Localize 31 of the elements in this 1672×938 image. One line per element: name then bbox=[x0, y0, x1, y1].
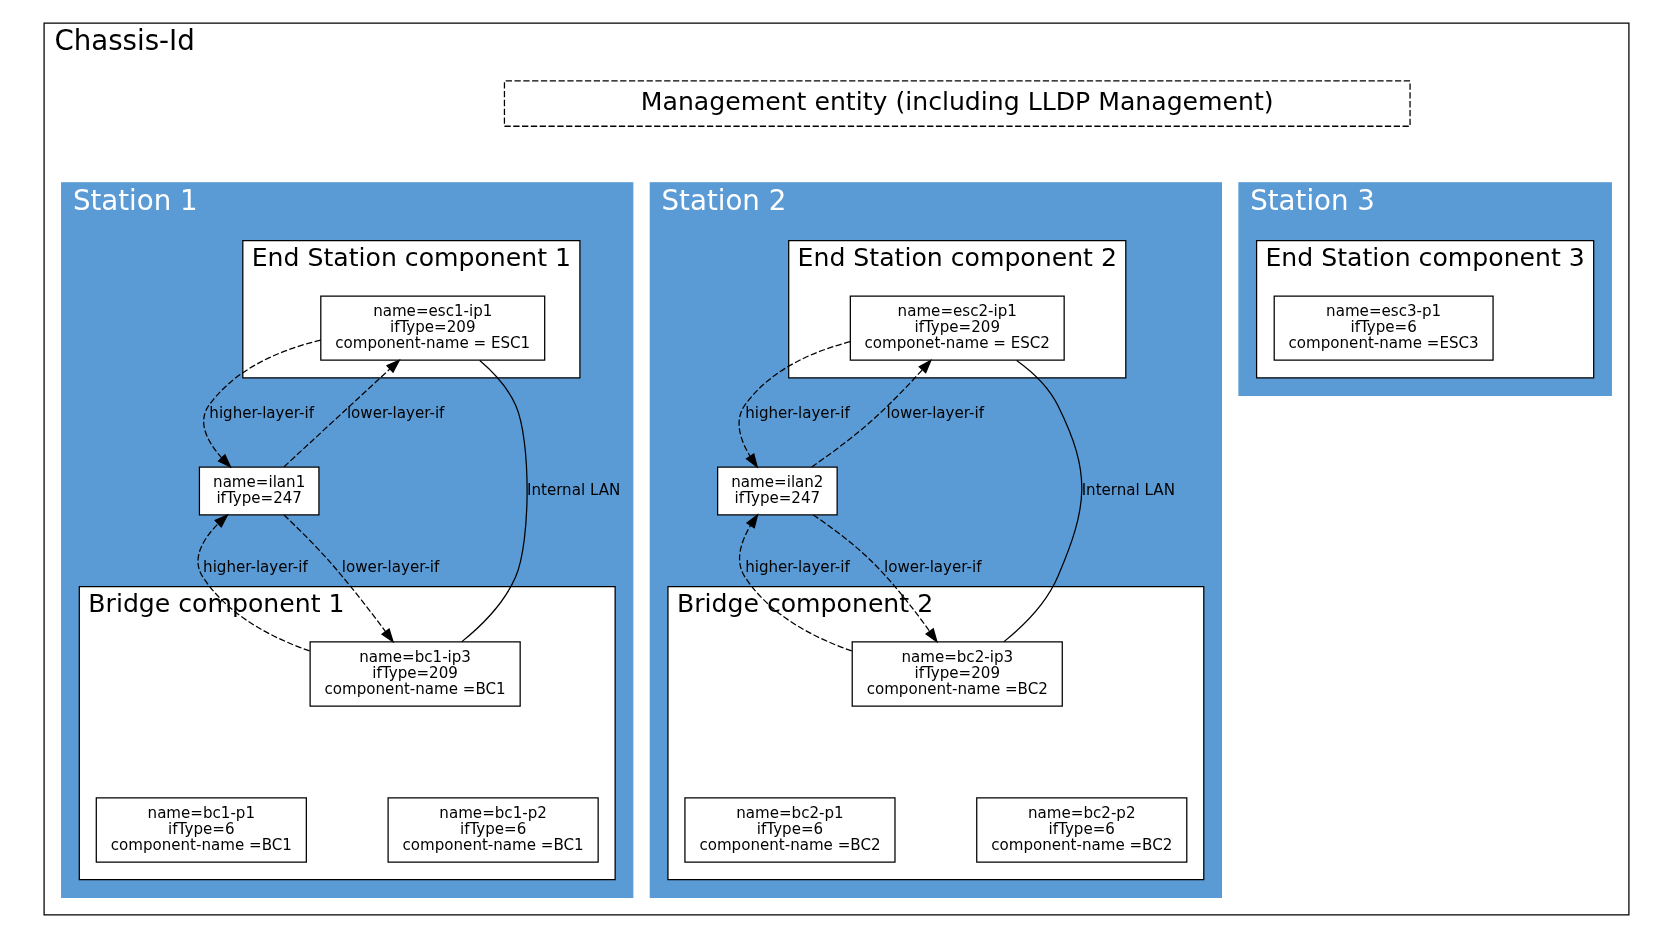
edge-label: lower-layer-if bbox=[883, 558, 981, 577]
edge-label: lower-layer-if bbox=[341, 558, 439, 577]
node-box: Management entity (including LLDP Management) bbox=[503, 80, 1411, 127]
node-box: name=bc1-ip3 ifType=209 component-name =BC1 bbox=[309, 641, 521, 707]
edge-label: higher-layer-if bbox=[208, 403, 314, 422]
arrow bbox=[812, 514, 938, 644]
arrow bbox=[810, 358, 932, 468]
edge-label: higher-layer-if bbox=[202, 558, 308, 577]
arrow bbox=[282, 514, 394, 644]
node-box: name=ilan2 ifType=247 bbox=[716, 466, 838, 516]
arrow bbox=[738, 341, 851, 469]
edge-label: Internal LAN bbox=[1081, 480, 1175, 499]
node-box: name=esc3-p1 ifType=6 component-name =ESC3 bbox=[1273, 295, 1494, 361]
edge-label: lower-layer-if bbox=[885, 403, 984, 422]
node-box: name=esc1-ip1 ifType=209 component-name = ESC1 bbox=[319, 295, 545, 361]
node-box: name=ilan1 ifType=247 bbox=[198, 466, 320, 516]
node-box: name=esc2-ip1 ifType=209 componet-name = ESC2 bbox=[849, 295, 1065, 361]
arrow bbox=[283, 359, 401, 468]
edge-label: Internal LAN bbox=[526, 480, 620, 499]
arrow bbox=[202, 339, 321, 469]
arrow bbox=[738, 513, 852, 652]
edge-label: lower-layer-if bbox=[346, 403, 444, 422]
edge-label: higher-layer-if bbox=[744, 403, 850, 422]
node-box: name=bc1-p2 ifType=6 component-name =BC1 bbox=[386, 797, 599, 863]
node-box: name=bc2-p2 ifType=6 component-name =BC2 bbox=[975, 797, 1187, 863]
arrow bbox=[196, 513, 310, 652]
node-box: name=bc2-ip3 ifType=209 component-name =BC2 bbox=[851, 641, 1063, 707]
edge-label: higher-layer-if bbox=[744, 558, 850, 577]
connector bbox=[460, 359, 528, 643]
node-box: name=bc1-p1 ifType=6 component-name =BC1 bbox=[95, 797, 307, 863]
node-box: name=bc2-p1 ifType=6 component-name =BC2 bbox=[683, 797, 896, 863]
